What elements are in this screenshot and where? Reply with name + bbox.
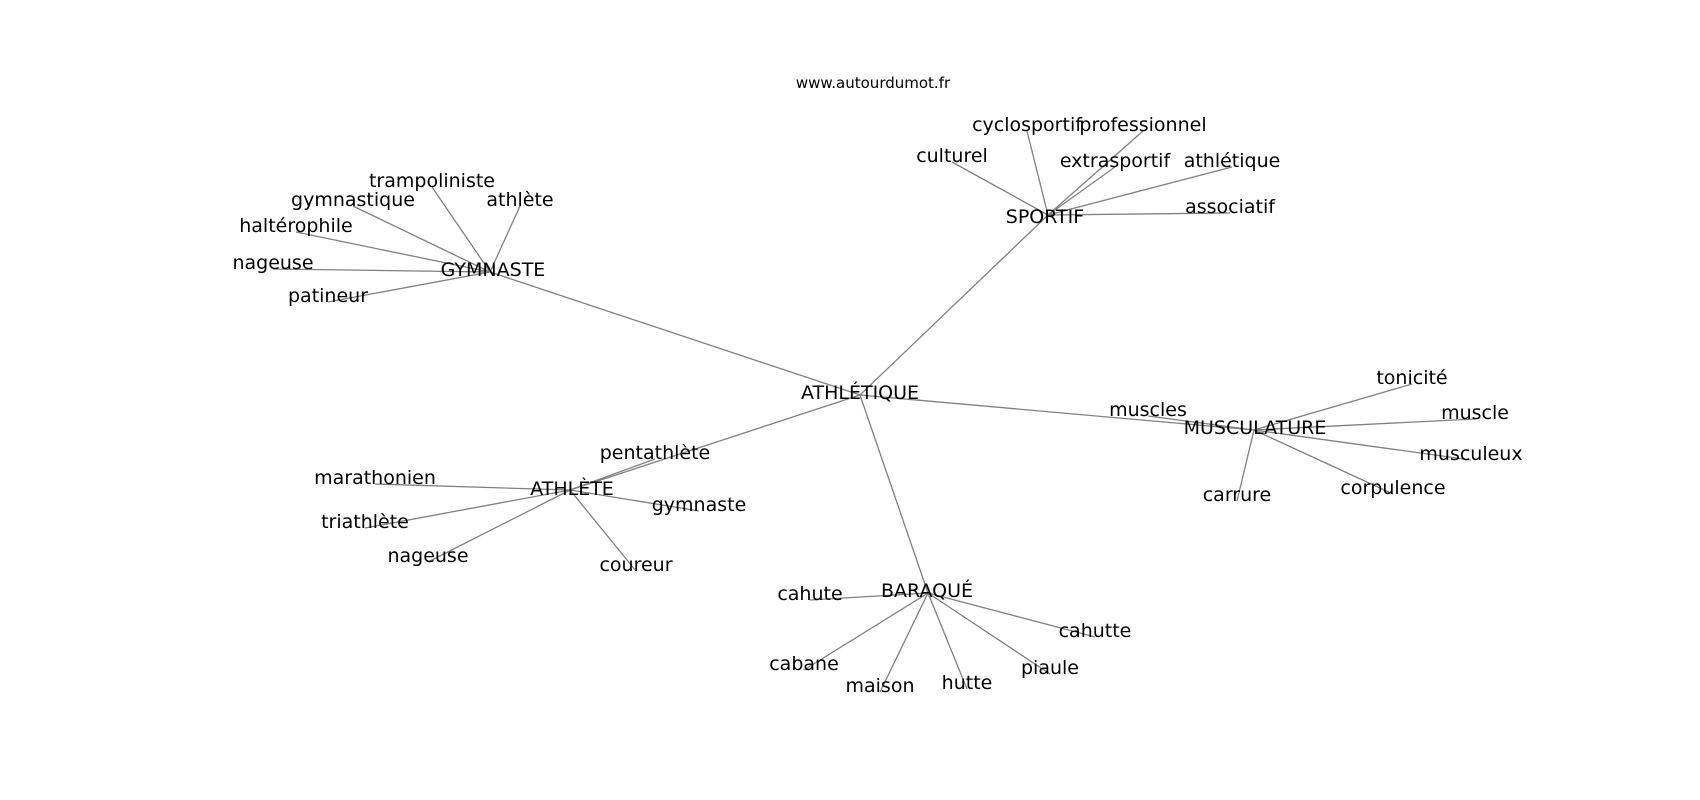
word-node: piaule (1021, 657, 1079, 679)
edge-center-to-hub (489, 271, 861, 396)
edge-hub-to-word (1147, 415, 1255, 431)
edge-center-to-hub (859, 394, 929, 594)
edge-hub-to-word (1047, 166, 1233, 216)
edge-hub-to-word (927, 592, 1096, 638)
edge-hub-to-word (1236, 429, 1255, 502)
word-node: corpulence (1340, 477, 1445, 499)
hub-node: MUSCULATURE (1184, 417, 1327, 439)
edge-hub-to-word (569, 489, 637, 572)
hub-node: SPORTIF (1006, 206, 1084, 228)
edge-hub-to-word (1253, 429, 1394, 495)
word-node: maison (846, 675, 915, 697)
edge-hub-to-word (1253, 418, 1476, 431)
hub-node: ATHLÈTE (530, 477, 614, 500)
edge-hub-to-word (1026, 130, 1049, 216)
word-node: professionnel (1079, 114, 1206, 136)
word-node: gymnaste (652, 494, 747, 516)
edge-hub-to-word (879, 592, 929, 693)
edge-hub-to-word (951, 161, 1049, 216)
word-node: patineur (288, 285, 368, 307)
edge-hub-to-word (427, 489, 571, 563)
edge-center-to-hub (859, 214, 1049, 396)
edge-hub-to-word (927, 592, 968, 690)
word-node: carrure (1203, 484, 1272, 506)
edge-hub-to-word (489, 205, 521, 273)
word-node: tonicité (1376, 367, 1447, 389)
hub-node: BARAQUÉ (881, 579, 973, 602)
word-node: nageuse (387, 545, 468, 567)
edge-hub-to-word (327, 271, 491, 303)
word-node: nageuse (232, 252, 313, 274)
edge-hub-to-word (569, 458, 656, 491)
edge-hub-to-word (927, 592, 1051, 675)
word-node: cahute (777, 583, 842, 605)
edge-hub-to-word (809, 592, 929, 601)
edge-hub-to-word (1047, 212, 1231, 216)
word-node: associatif (1185, 196, 1276, 218)
edge-hub-to-word (1047, 166, 1116, 216)
word-node: muscles (1109, 399, 1187, 421)
word-node: culturel (916, 145, 988, 167)
edge-hub-to-word (431, 186, 491, 273)
word-node: cahutte (1059, 620, 1132, 642)
word-node: gymnastique (291, 189, 415, 211)
word-node: pentathlète (600, 442, 710, 464)
edge-hub-to-word (1253, 383, 1413, 431)
word-node: trampoliniste (369, 170, 495, 192)
edge-hub-to-word (803, 592, 929, 671)
edge-hub-to-word (1253, 429, 1472, 461)
word-node: extrasportif (1060, 150, 1172, 172)
word-node: muscle (1441, 402, 1509, 424)
word-node: triathlète (321, 511, 409, 533)
edge-hub-to-word (272, 268, 491, 273)
edge-hub-to-word (569, 489, 700, 512)
word-node: cabane (769, 653, 839, 675)
edge-hub-to-word (295, 231, 491, 273)
graph-edges (272, 130, 1476, 693)
edge-center-to-hub (569, 394, 861, 491)
word-node: marathonien (314, 467, 436, 489)
word-node: hutte (942, 672, 993, 694)
edge-hub-to-word (374, 483, 571, 491)
site-url: www.autourdumot.fr (796, 74, 951, 92)
word-node: athlète (486, 189, 553, 211)
edge-center-to-hub (859, 394, 1255, 431)
word-node: musculeux (1419, 443, 1522, 465)
edge-hub-to-word (364, 489, 571, 529)
word-node: coureur (599, 554, 672, 576)
graph-labels: ATHLÉTIQUE SPORTIF culturel cyclosportifpro… (232, 114, 1522, 697)
edge-hub-to-word (1047, 130, 1144, 216)
word-node: haltérophile (239, 215, 352, 237)
edge-hub-to-word (352, 205, 491, 273)
word-node: cyclosportif (972, 114, 1083, 136)
center-node: ATHLÉTIQUE (801, 381, 919, 404)
word-node: athlétique (1184, 150, 1281, 172)
hub-node: GYMNASTE (441, 259, 546, 281)
